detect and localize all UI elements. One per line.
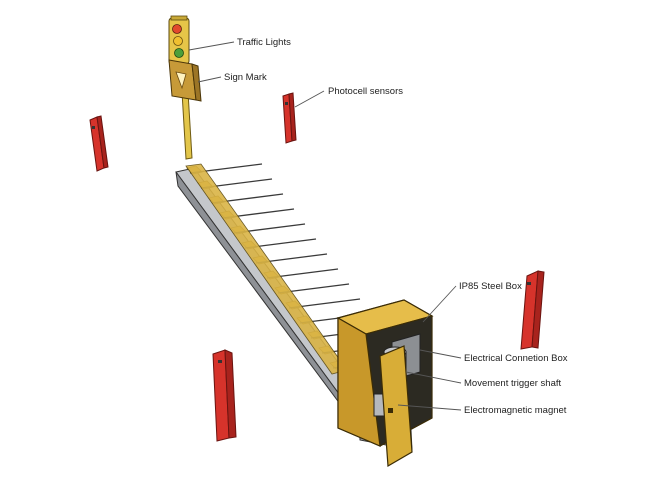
traffic-light-housing	[168, 15, 190, 65]
label-traffic-lights: Traffic Lights	[237, 37, 291, 48]
label-electrical-connection-box: Electrical Connetion Box	[464, 353, 568, 364]
photocell-sensor-right	[520, 270, 545, 350]
label-movement-trigger-shaft: Movement trigger shaft	[464, 378, 562, 389]
label-ip85-steel-box: IP85 Steel Box	[459, 281, 522, 292]
leader-lines	[188, 41, 462, 411]
label-sign-mark: Sign Mark	[224, 72, 267, 83]
photocell-sensor-top	[282, 92, 297, 144]
box-door	[379, 345, 413, 468]
sign-mark-board	[168, 59, 202, 102]
label-electromagnetic-magnet: Electromagnetic magnet	[464, 405, 567, 416]
photocell-sensor-left	[89, 115, 109, 172]
label-photocell-sensors: Photocell sensors	[328, 86, 403, 97]
photocell-sensor-bottom	[212, 349, 237, 442]
traffic-light-assembly	[168, 15, 202, 160]
